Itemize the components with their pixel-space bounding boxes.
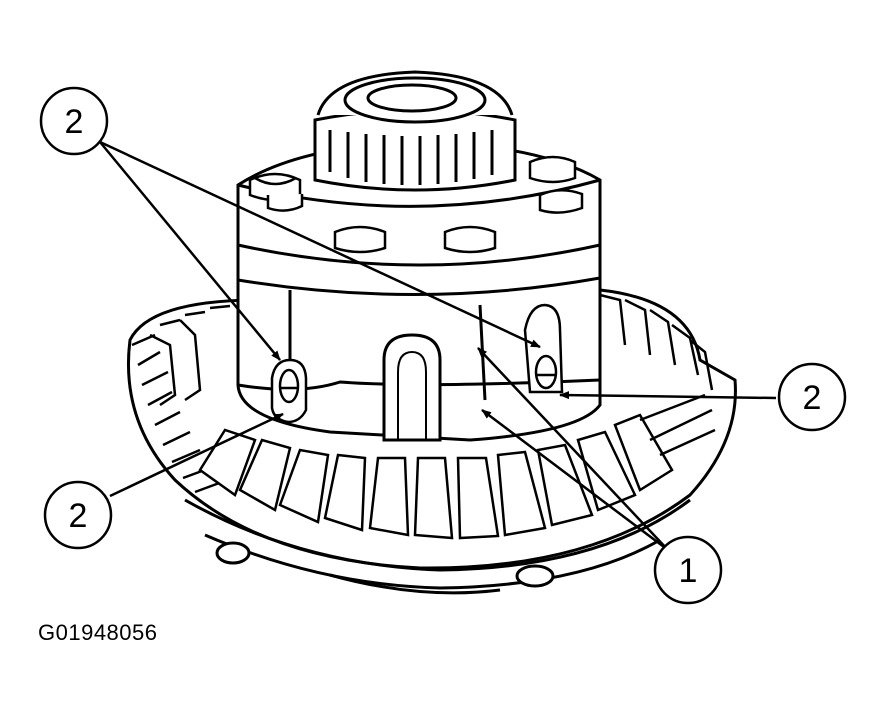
leader-right-to-right-lock <box>559 391 777 400</box>
ring-gear-teeth-right <box>599 293 716 457</box>
leader-upper-left-to-left-lock <box>99 141 281 361</box>
cross-shaft-lock-right <box>523 303 564 394</box>
callout-upper-left: 2 <box>39 86 109 156</box>
svg-text:2: 2 <box>69 497 88 535</box>
svg-text:1: 1 <box>679 552 698 590</box>
ring-gear-teeth-left <box>131 304 231 494</box>
leader-lower-left-to-left-lock <box>109 412 284 498</box>
cross-shaft-lock-left <box>270 358 308 424</box>
leader-upper-left-to-right-lock <box>99 140 541 349</box>
figure-id-label: G01948056 <box>38 620 158 645</box>
ring-gear-teeth-front <box>198 413 674 540</box>
flange-bolts <box>248 155 584 254</box>
svg-text:2: 2 <box>65 103 84 141</box>
leader-lines <box>99 140 777 551</box>
case-window <box>382 333 442 442</box>
callout-lower-left: 2 <box>43 480 113 550</box>
carrier-bearing <box>313 70 517 192</box>
callout-lower-right: 1 <box>653 535 723 605</box>
svg-text:2: 2 <box>803 379 822 417</box>
callout-right: 2 <box>777 362 847 432</box>
leader-lower-right-to-upper-case <box>477 347 669 551</box>
leader-lower-right-to-lower-case <box>481 409 669 551</box>
